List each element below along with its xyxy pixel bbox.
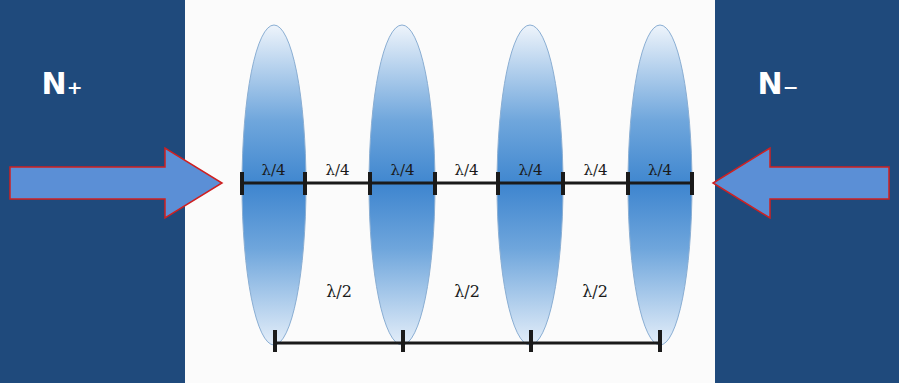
scale-tick [240, 172, 244, 195]
scale-tick [303, 172, 307, 195]
scale-tick [690, 172, 694, 195]
intensity-lobe [369, 25, 435, 345]
intensity-lobe [497, 25, 563, 345]
dimension-label: λ/2 [454, 284, 480, 300]
scale-tick [368, 172, 372, 195]
intensity-lobe [242, 25, 306, 345]
dimension-label: λ/2 [582, 284, 608, 300]
beam-arrow [713, 148, 889, 218]
scale-tick [496, 172, 500, 195]
beam-label: N₋ [758, 69, 799, 99]
scale-tick [626, 172, 630, 195]
scale-tick [561, 172, 565, 195]
dimension-label: λ/2 [326, 284, 352, 300]
scale-tick [658, 330, 662, 352]
dimension-label: λ/4 [325, 163, 349, 178]
scale-line [242, 182, 692, 185]
scale-tick [273, 330, 277, 352]
dimension-label: λ/4 [583, 163, 607, 178]
dimension-label: λ/4 [261, 163, 285, 178]
dimension-label: λ/4 [518, 163, 542, 178]
scale-tick [433, 172, 437, 195]
dimension-label: λ/4 [648, 163, 672, 178]
intensity-lobe [628, 25, 692, 345]
intensity-lobes [242, 25, 692, 345]
beam-label: N₊ [42, 69, 83, 99]
white-panel [185, 0, 715, 383]
scale-tick [401, 330, 405, 352]
scale-line [275, 342, 660, 345]
half-wave-scale [275, 330, 660, 352]
beam-arrow [10, 148, 222, 218]
dimension-label: λ/4 [390, 163, 414, 178]
dimension-label: λ/4 [454, 163, 478, 178]
scale-tick [529, 330, 533, 352]
